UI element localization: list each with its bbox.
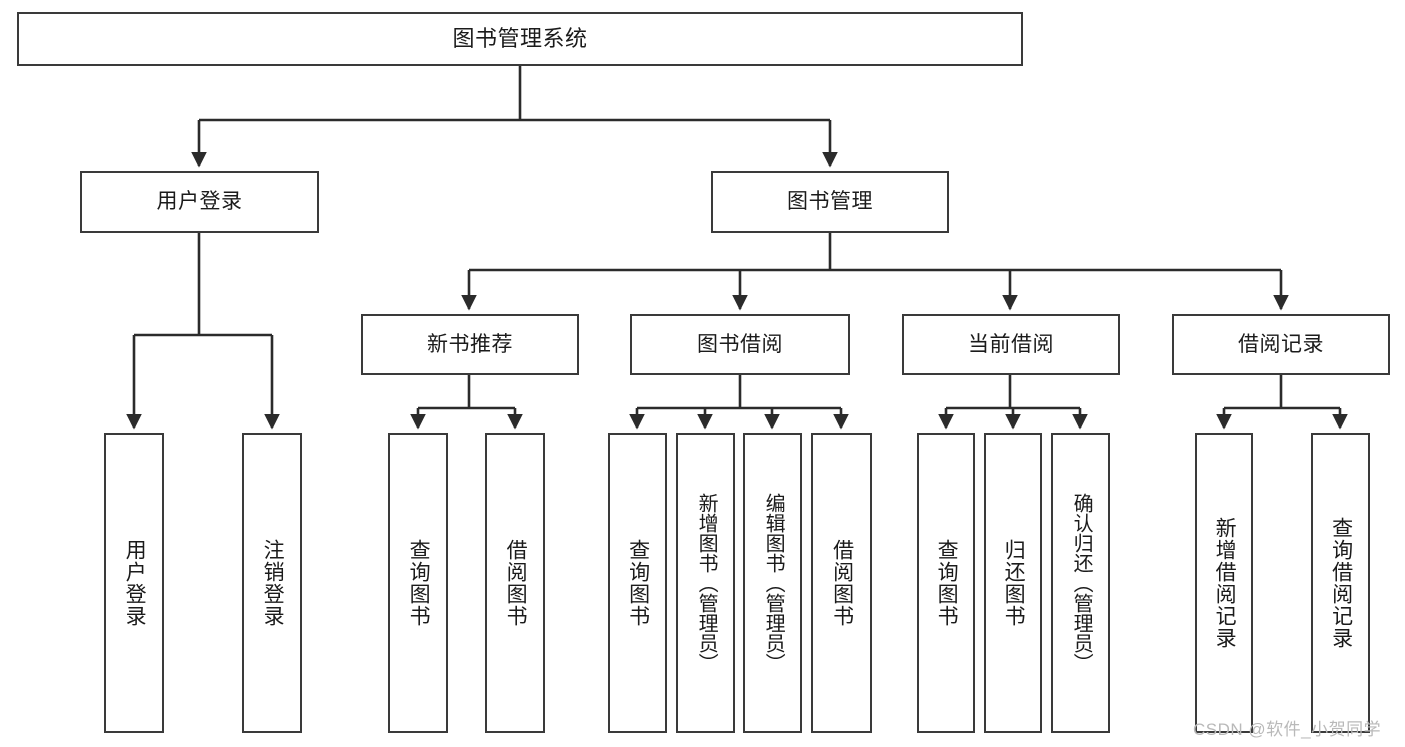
node-leaf-add-borrow-record[interactable]: 新增借阅记录 (1195, 433, 1253, 733)
watermark-text: CSDN @软件_小贺同学 (1193, 720, 1382, 739)
node-leaf-user-login[interactable]: 用户登录 (104, 433, 164, 733)
node-leaf-query-book[interactable]: 查询图书 (608, 433, 667, 733)
node-leaf-edit-book-admin[interactable]: 编辑图书（管理员） (743, 433, 802, 733)
node-leaf-borrow-book[interactable]: 借阅图书 (811, 433, 872, 733)
node-leaf-confirm-return-admin[interactable]: 确认归还（管理员） (1051, 433, 1110, 733)
node-user-login[interactable]: 用户登录 (80, 171, 319, 233)
node-leaf-add-book-admin[interactable]: 新增图书（管理员） (676, 433, 735, 733)
node-leaf-query-book-current[interactable]: 查询图书 (917, 433, 975, 733)
node-book-borrow[interactable]: 图书借阅 (630, 314, 850, 375)
node-new-book-recommend[interactable]: 新书推荐 (361, 314, 579, 375)
node-current-borrow[interactable]: 当前借阅 (902, 314, 1120, 375)
node-leaf-query-book-recommend[interactable]: 查询图书 (388, 433, 448, 733)
node-leaf-borrow-book-recommend[interactable]: 借阅图书 (485, 433, 545, 733)
node-leaf-return-book[interactable]: 归还图书 (984, 433, 1042, 733)
node-borrow-record[interactable]: 借阅记录 (1172, 314, 1390, 375)
node-leaf-user-logout[interactable]: 注销登录 (242, 433, 302, 733)
node-book-manage[interactable]: 图书管理 (711, 171, 949, 233)
node-root[interactable]: 图书管理系统 (17, 12, 1023, 66)
node-leaf-query-borrow-record[interactable]: 查询借阅记录 (1311, 433, 1370, 733)
